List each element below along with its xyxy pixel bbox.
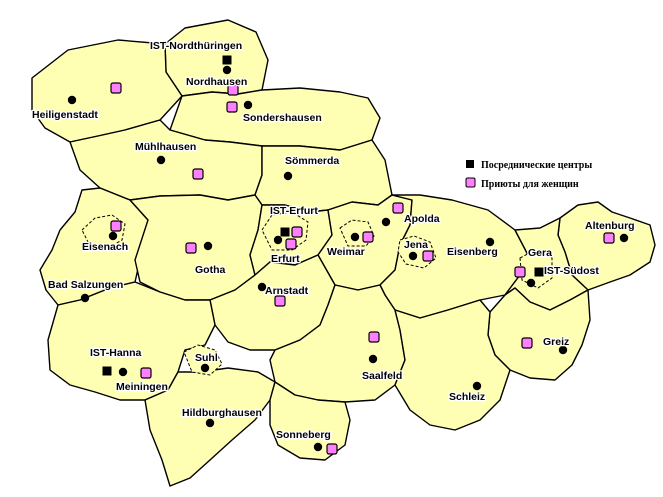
shelter-marker-heiligenstadt — [110, 82, 122, 94]
shelter-marker-gera — [514, 266, 526, 278]
city-dot-schleiz — [472, 381, 482, 391]
label-meiningen: Meiningen — [116, 381, 168, 393]
shelter-marker-weimar — [362, 231, 374, 243]
legend: Посреднические центры Приюты для женщин — [465, 160, 592, 190]
label-sondershausen: Sondershausen — [243, 112, 322, 124]
shelter-marker-gotha — [185, 242, 197, 254]
center-markers — [102, 55, 544, 376]
place-labels: IST-NordthüringenNordhausenHeiligenstadt… — [31, 39, 636, 443]
shelter-marker-arnstadt — [274, 295, 286, 307]
city-dot-apolda — [381, 217, 391, 227]
label-weimar: Weimar — [327, 246, 365, 258]
shelter-marker-sonneberg — [326, 443, 338, 455]
shelter-marker-meiningen — [140, 367, 152, 379]
city-dot-gera — [526, 278, 536, 288]
shelter-marker-jena — [422, 250, 434, 262]
shelter-marker-sondershausen — [226, 101, 238, 113]
label-eisenberg: Eisenberg — [447, 246, 498, 258]
shelter-marker-altenburg — [603, 232, 615, 244]
city-dot-altenburg — [619, 233, 629, 243]
label-ist-erfurt: IST-Erfurt — [270, 205, 318, 217]
city-dot-eisenberg — [485, 237, 495, 247]
label-ist-hanna: IST-Hanna — [90, 347, 142, 359]
city-dot-heiligenstadt — [67, 95, 77, 105]
label-ist-suedost: IST-Südost — [544, 265, 599, 277]
city-dot-erfurt — [273, 235, 283, 245]
label-sonneberg: Sonneberg — [276, 429, 331, 441]
shelter-marker-erfurt — [291, 226, 303, 238]
center-marker-ist-erfurt — [280, 227, 290, 237]
city-dots — [67, 65, 629, 452]
city-dot-nordhausen — [222, 65, 232, 75]
shelter-marker-eisenach — [110, 220, 122, 232]
region-saalfeld-rudolstadt — [269, 284, 406, 403]
shelter-marker-muehlhausen — [192, 168, 204, 180]
label-altenburg: Altenburg — [585, 220, 635, 232]
shelter-marker-saalfeld — [368, 331, 380, 343]
label-muehlhausen: Mühlhausen — [135, 141, 196, 153]
label-nordhausen: Nordhausen — [186, 76, 247, 88]
city-dot-sondershausen — [243, 100, 253, 110]
legend-center-swatch — [466, 160, 474, 168]
city-region-suhl — [183, 344, 223, 376]
label-greiz: Greiz — [543, 336, 569, 348]
shelter-marker-apolda — [392, 202, 404, 214]
city-dot-soemmerda — [283, 171, 293, 181]
shelter-marker-erfurt-2 — [285, 238, 297, 250]
city-dot-weimar — [350, 232, 360, 242]
city-dot-arnstadt — [257, 282, 267, 292]
region-saale-orla — [394, 299, 511, 431]
label-gera: Gera — [528, 247, 552, 259]
legend-shelters-label: Приюты для женщин — [481, 179, 579, 190]
label-eisenach: Eisenach — [82, 241, 128, 253]
shelter-marker-nordhausen — [227, 84, 239, 96]
label-suhl: Suhl — [195, 352, 218, 364]
label-erfurt: Erfurt — [271, 253, 300, 265]
city-dot-suhl — [200, 363, 210, 373]
shelter-marker-greiz — [521, 337, 533, 349]
label-gotha: Gotha — [195, 264, 225, 276]
label-schleiz: Schleiz — [449, 391, 485, 403]
legend-centers-label: Посреднические центры — [481, 160, 592, 171]
label-apolda: Apolda — [404, 213, 440, 225]
label-arnstadt: Arnstadt — [265, 285, 309, 297]
label-jena: Jena — [404, 239, 428, 251]
label-soemmerda: Sömmerda — [285, 155, 339, 167]
city-dot-jena — [408, 251, 418, 261]
shelter-markers — [110, 82, 615, 455]
city-dot-gotha — [203, 241, 213, 251]
city-dot-saalfeld — [368, 354, 378, 364]
label-ist-nordthueringen: IST-Nordthüringen — [150, 40, 242, 52]
city-dot-hildburghausen — [205, 418, 215, 428]
region-soemmerda — [254, 139, 393, 213]
center-marker-ist-suedost — [534, 267, 544, 277]
city-dot-bad-salzungen — [80, 293, 90, 303]
center-marker-ist-nordthueringen — [222, 55, 232, 65]
city-dot-muehlhausen — [156, 155, 166, 165]
region-schmalkalden-meiningen — [47, 281, 216, 401]
label-saalfeld: Saalfeld — [362, 370, 402, 382]
city-dot-sonneberg — [313, 442, 323, 452]
center-marker-ist-hanna — [102, 366, 112, 376]
label-heiligenstadt: Heiligenstadt — [32, 109, 98, 121]
label-hildburghausen: Hildburghausen — [182, 407, 262, 419]
legend-shelter-swatch — [465, 177, 476, 188]
city-dot-eisenach — [108, 231, 118, 241]
city-dot-meiningen — [118, 367, 128, 377]
city-dot-greiz — [558, 345, 568, 355]
label-bad-salzungen: Bad Salzungen — [48, 279, 123, 291]
